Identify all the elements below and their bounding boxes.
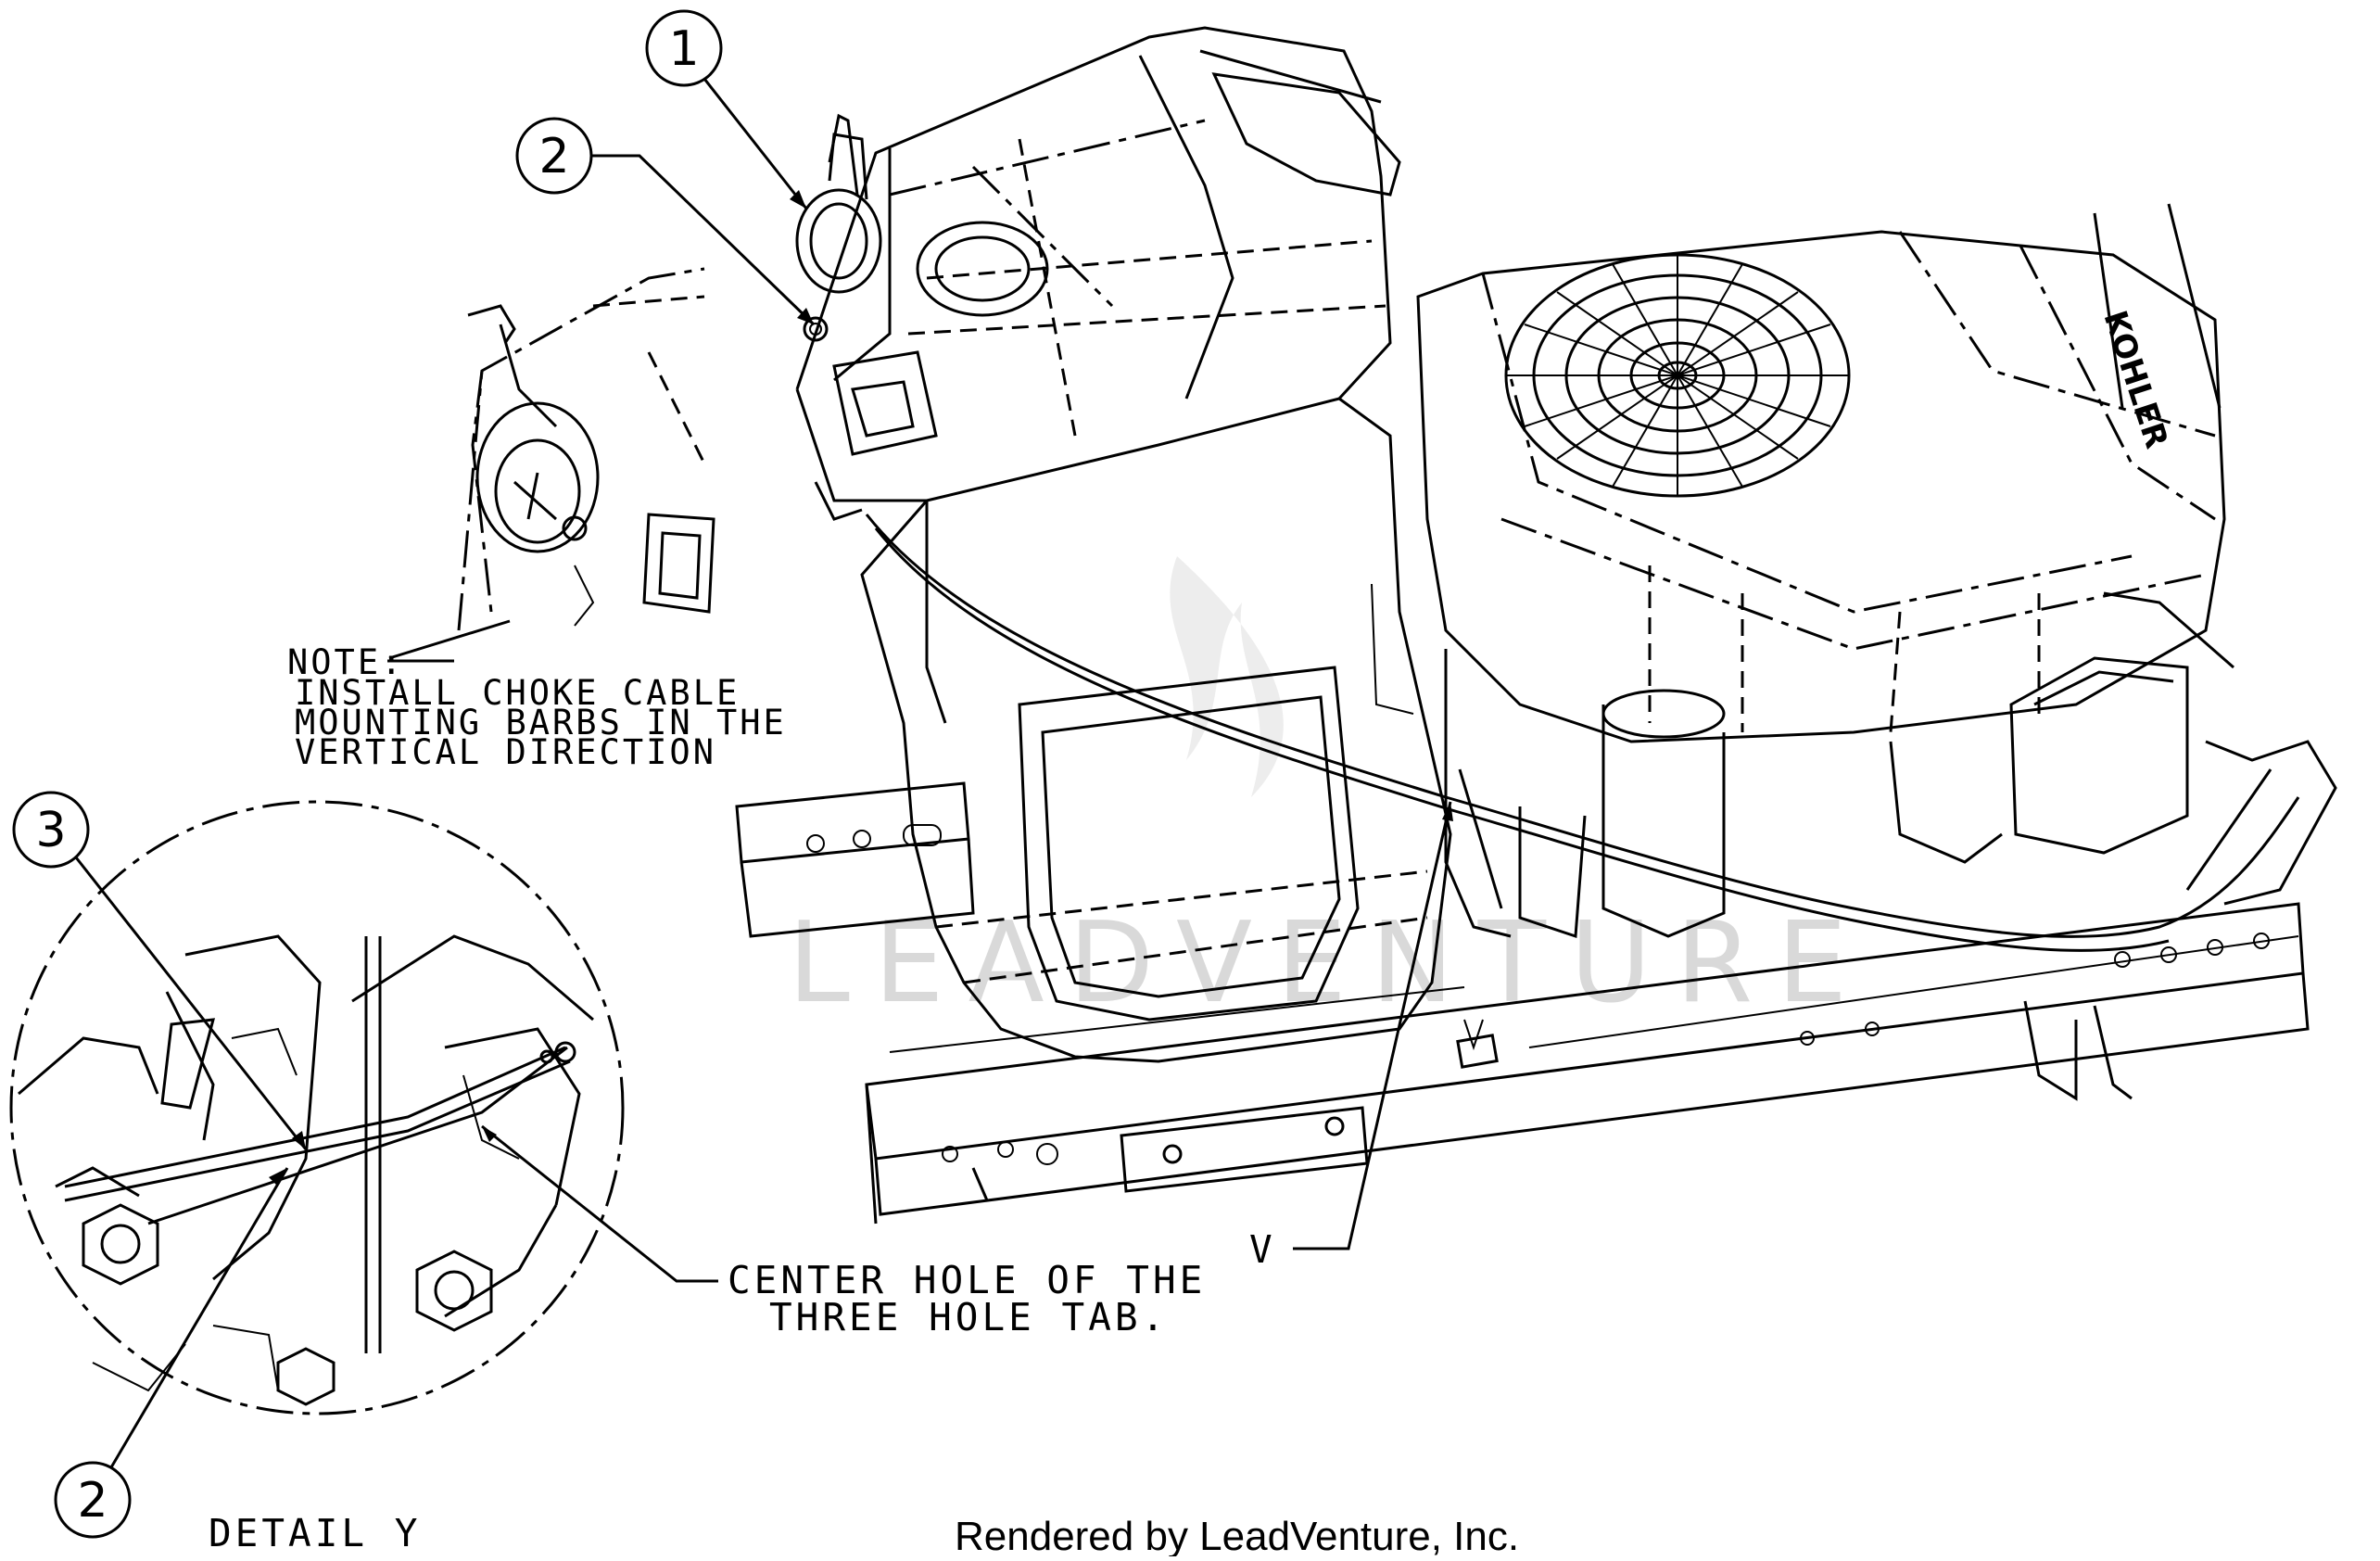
note-block: NOTE: INSTALL CHOKE CABLE MOUNTING BARBS… <box>287 642 787 772</box>
callout-2-detail-number: 2 <box>77 1473 108 1529</box>
detail-y <box>9 800 625 1415</box>
note-line-2: INSTALL CHOKE CABLE <box>295 673 740 713</box>
callout-2-top-number: 2 <box>538 129 569 184</box>
watermark-logo <box>1170 556 1284 797</box>
watermark: LEADVENTURE <box>788 899 1871 1028</box>
note-line-1: NOTE: <box>287 642 404 682</box>
choke-cable <box>865 514 2300 1069</box>
choke-inset <box>388 267 715 660</box>
engine-brand-label: KOHLER <box>2095 306 2174 452</box>
frame-rail <box>735 781 2310 1225</box>
center-hole-line-2: THREE HOLE TAB. <box>769 1295 1168 1339</box>
note-line-3: MOUNTING BARBS IN THE <box>295 703 787 742</box>
callout-3: 3 <box>12 791 308 1150</box>
callout-2-detail: 2 <box>54 1167 289 1539</box>
note-line-4: VERTICAL DIRECTION <box>295 732 716 772</box>
engine: KOHLER <box>1416 203 2337 939</box>
callout-3-number: 3 <box>35 803 66 858</box>
center-hole-note: CENTER HOLE OF THE THREE HOLE TAB. <box>481 1124 1206 1339</box>
callout-2-top: 2 <box>515 117 816 326</box>
view-v-label: V <box>1249 801 1453 1272</box>
callout-1-number: 1 <box>668 21 699 77</box>
callout-1: 1 <box>645 9 808 209</box>
choke-cable-knob <box>795 113 882 342</box>
fuel-tank <box>795 26 1452 1063</box>
view-v-text: V <box>1249 1227 1276 1272</box>
detail-y-label: DETAIL Y <box>209 1511 421 1555</box>
center-hole-line-1: CENTER HOLE OF THE <box>728 1258 1206 1302</box>
footer-credit: Rendered by LeadVenture, Inc. <box>955 1514 1519 1556</box>
